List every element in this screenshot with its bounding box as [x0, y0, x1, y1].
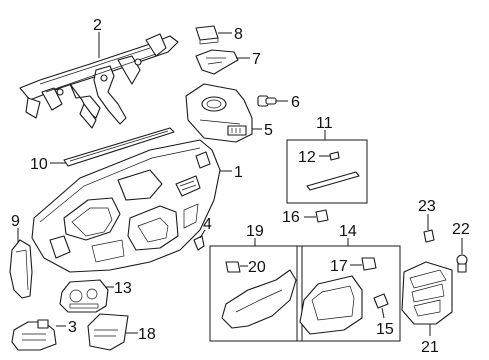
- small-button-part: [423, 229, 435, 243]
- bracket-plate-part: [195, 49, 239, 75]
- callout-20: 20: [248, 259, 266, 276]
- trim-strip-part: [306, 151, 360, 191]
- glove-box-door-part: [221, 261, 297, 329]
- callout-8: 8: [234, 26, 243, 43]
- callout-22: 22: [452, 221, 470, 238]
- cluster-bezel-part: [299, 257, 389, 335]
- callout-6: 6: [291, 94, 300, 111]
- vent-bezel-part: [401, 261, 453, 325]
- switch-panel-part: [59, 279, 109, 313]
- callout-21: 21: [421, 339, 439, 356]
- callout-7: 7: [252, 51, 261, 68]
- cross-car-beam-part: [19, 33, 179, 129]
- part-19-group-box: [209, 245, 303, 342]
- pad-part: [195, 25, 219, 45]
- part-11-group-box: [286, 139, 368, 204]
- end-cap-part: [9, 239, 33, 299]
- callout-18: 18: [138, 326, 156, 343]
- callout-12: 12: [298, 149, 316, 166]
- callout-4: 4: [203, 216, 212, 233]
- clip-part: [315, 209, 329, 223]
- defroster-strip-part: [63, 127, 175, 167]
- callout-13: 13: [114, 280, 132, 297]
- instrument-panel-part: [31, 139, 221, 273]
- callout-11: 11: [316, 115, 333, 132]
- storage-tray-part: [87, 313, 129, 351]
- callout-1: 1: [234, 164, 243, 181]
- callout-9: 9: [11, 213, 20, 230]
- callout-14: 14: [339, 223, 357, 240]
- console-bezel-part: [185, 83, 253, 143]
- knob-part: [257, 95, 277, 107]
- callout-23: 23: [418, 198, 436, 215]
- callout-17: 17: [330, 258, 348, 275]
- callout-16: 16: [282, 209, 300, 226]
- callout-2: 2: [93, 17, 102, 34]
- callout-19: 19: [246, 223, 264, 240]
- callout-15: 15: [376, 321, 394, 338]
- callout-3: 3: [68, 319, 77, 336]
- bolt-part: [456, 254, 468, 273]
- callout-5: 5: [264, 122, 273, 139]
- small-bracket-part: [193, 235, 205, 251]
- callout-10: 10: [30, 156, 48, 173]
- lower-bracket-part: [11, 319, 57, 351]
